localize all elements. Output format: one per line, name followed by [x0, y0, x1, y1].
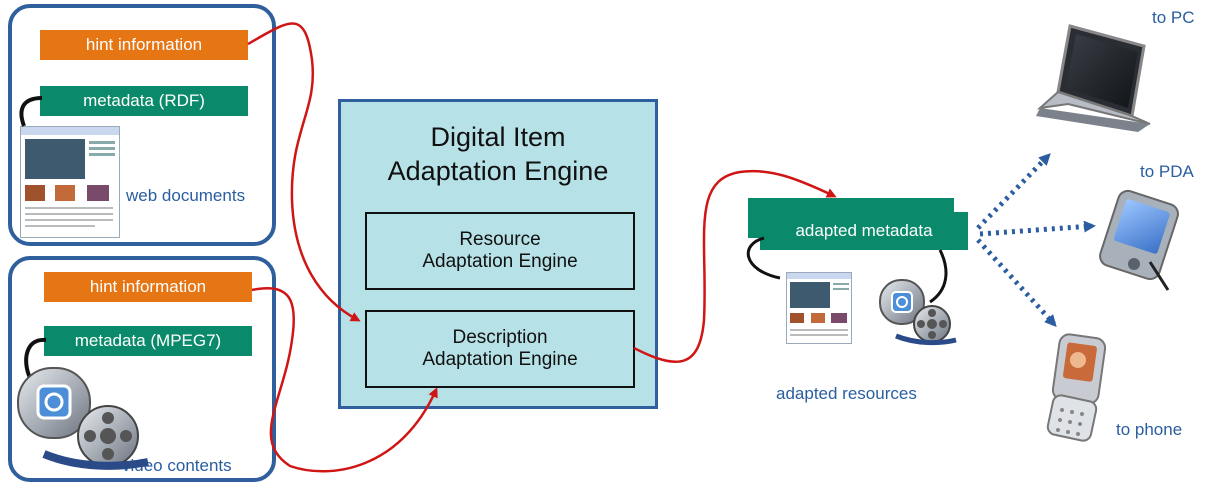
description-line1: Description [452, 327, 548, 348]
flow-arrow-to-output [633, 169, 837, 364]
web-document-thumbnail [20, 126, 120, 238]
web-documents-group [8, 4, 276, 246]
hint-information-tag-video: hint information [44, 272, 252, 302]
web-documents-caption: web documents [126, 186, 246, 205]
arrow-to-pc [976, 153, 1051, 230]
hint-information-tag-web: hint information [40, 30, 248, 60]
description-line2: Adaptation Engine [422, 349, 578, 370]
resource-line1: Resource [459, 229, 541, 250]
metadata-link-video [24, 337, 47, 379]
engine-title-line1: Digital Item [430, 122, 566, 152]
video-reel-icon [17, 367, 149, 470]
to-pda-label: to PDA [1140, 162, 1194, 181]
metadata-link-output-right [929, 249, 948, 304]
adapted-metadata-tag: adapted metadata [760, 212, 968, 250]
video-contents-caption: video contents [122, 456, 232, 475]
pda-icon [1099, 189, 1179, 291]
flow-arrow-video-hint [251, 287, 438, 473]
metadata-link-output-left [746, 236, 781, 280]
laptop-icon [1036, 24, 1151, 132]
adapted-resources-caption: adapted resources [776, 384, 917, 403]
metadata-rdf-tag: metadata (RDF) [40, 86, 248, 116]
metadata-link-web [19, 96, 43, 127]
metadata-mpeg7-tag: metadata (MPEG7) [44, 326, 252, 356]
flow-arrow-web-hint [247, 22, 361, 322]
engine-title: Digital Item Adaptation Engine [341, 120, 655, 188]
engine-title-line2: Adaptation Engine [387, 156, 609, 186]
resource-line2: Adaptation Engine [422, 251, 578, 272]
adapted-web-document-thumbnail [786, 272, 852, 344]
resource-adaptation-engine-box: Resource Adaptation Engine [365, 212, 635, 290]
adapted-video-reel-icon [879, 279, 957, 346]
to-pc-label: to PC [1152, 8, 1195, 27]
arrow-to-phone [976, 238, 1057, 327]
to-phone-label: to phone [1116, 420, 1183, 439]
phone-icon [1046, 333, 1107, 442]
arrow-to-pda [979, 220, 1096, 237]
description-adaptation-engine-box: Description Adaptation Engine [365, 310, 635, 388]
digital-item-adaptation-engine: Digital Item Adaptation Engine Resource … [338, 99, 658, 409]
